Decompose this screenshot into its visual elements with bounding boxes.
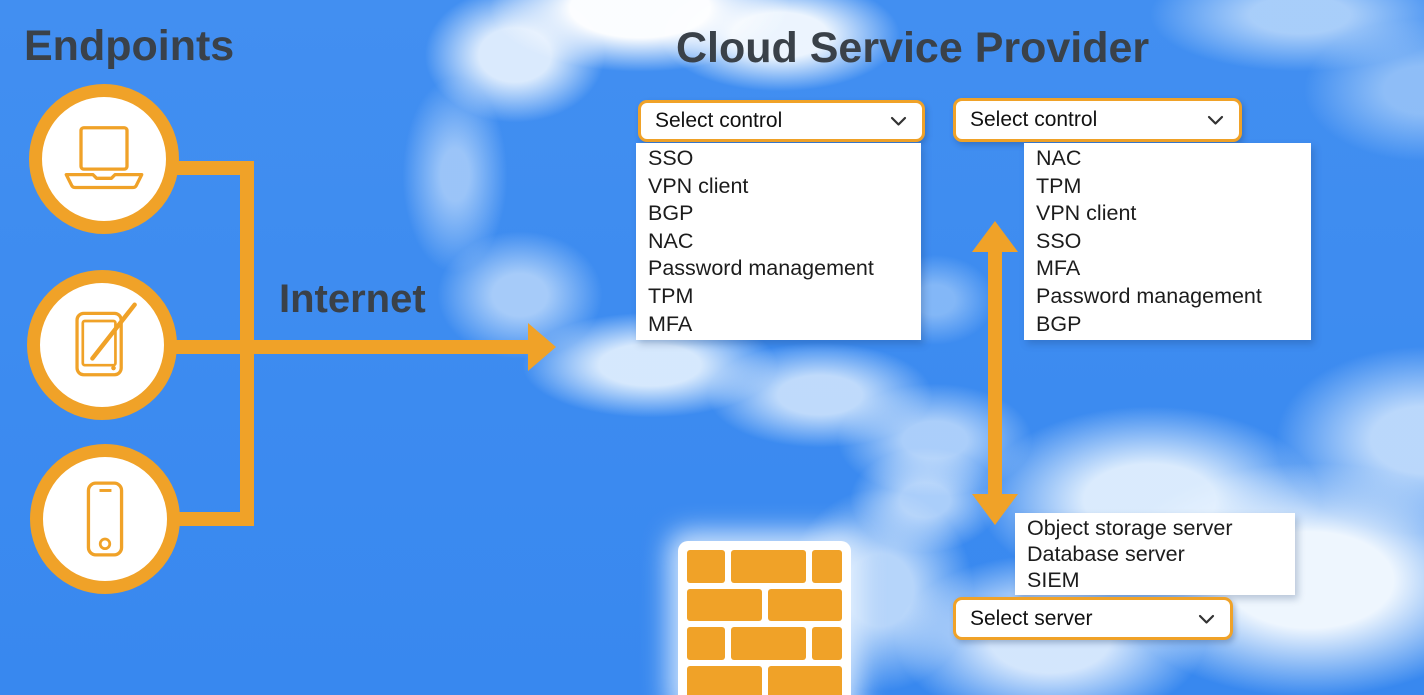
dropdown-option[interactable]: BGP xyxy=(648,201,694,226)
dropdown-option[interactable]: BGP xyxy=(1036,311,1082,336)
dropdown-option[interactable]: VPN client xyxy=(1036,201,1137,226)
smartphone-icon xyxy=(59,473,151,565)
firewall-brick xyxy=(687,588,762,621)
server-select-value: Select server xyxy=(970,606,1093,630)
firewall-brick xyxy=(730,627,806,660)
dropdown-option[interactable]: Object storage server xyxy=(1027,516,1233,540)
arrow-down-icon xyxy=(972,494,1018,525)
dropdown-option[interactable]: MFA xyxy=(1036,256,1081,281)
dropdown-option[interactable]: NAC xyxy=(1036,146,1082,170)
control-select-left[interactable]: Select control xyxy=(638,100,925,142)
cloud-service-provider-title: Cloud Service Provider xyxy=(676,24,1150,72)
laptop-icon xyxy=(58,113,150,205)
internet-arrow-shaft xyxy=(252,340,529,354)
chevron-down-icon xyxy=(1207,108,1224,132)
dropdown-option[interactable]: NAC xyxy=(648,228,694,253)
tablet-endpoint-node xyxy=(27,270,177,420)
laptop-endpoint-node xyxy=(29,84,179,234)
dropdown-option[interactable]: VPN client xyxy=(648,173,749,198)
firewall-brick-row xyxy=(687,627,842,660)
control-select-right-value: Select control xyxy=(970,108,1098,131)
laptop-connector-line xyxy=(168,161,242,175)
chevron-down-icon xyxy=(890,109,907,133)
dropdown-option[interactable]: Database server xyxy=(1027,542,1185,566)
firewall-brick xyxy=(767,588,842,621)
tablet-connector-line xyxy=(170,340,242,354)
firewall-brick xyxy=(730,550,806,583)
server-select[interactable]: Select server xyxy=(953,597,1233,640)
firewall-brick-row xyxy=(687,588,842,621)
internet-label: Internet xyxy=(279,277,426,321)
control-select-right[interactable]: Select control xyxy=(953,98,1242,142)
endpoints-title: Endpoints xyxy=(24,22,235,70)
phone-connector-line xyxy=(176,512,242,526)
firewall-icon xyxy=(678,541,851,695)
dropdown-option[interactable]: SSO xyxy=(1036,228,1082,253)
firewall-brick-row xyxy=(687,665,842,695)
firewall-brick-row xyxy=(687,550,842,583)
dropdown-option[interactable]: SIEM xyxy=(1027,568,1080,592)
smartphone-endpoint-node xyxy=(30,444,180,594)
dropdown-option[interactable]: SSO xyxy=(648,146,694,170)
arrow-up-icon xyxy=(972,221,1018,252)
endpoint-trunk-line xyxy=(240,161,254,526)
control-select-left-value: Select control xyxy=(655,109,783,132)
arrow-right-icon xyxy=(528,323,556,371)
firewall-brick xyxy=(811,550,842,583)
chevron-down-icon xyxy=(1198,607,1215,631)
firewall-brick xyxy=(687,665,762,695)
arrow-up-down-icon xyxy=(988,249,1002,498)
firewall-brick xyxy=(687,627,725,660)
dropdown-option[interactable]: Password management xyxy=(1036,283,1262,308)
firewall-brick xyxy=(767,665,842,695)
firewall-brick xyxy=(811,627,842,660)
dropdown-option[interactable]: TPM xyxy=(1036,173,1082,198)
dropdown-option[interactable]: TPM xyxy=(648,283,694,308)
dropdown-option[interactable]: Password management xyxy=(648,256,874,281)
firewall-brick xyxy=(687,550,725,583)
tablet-stylus-icon xyxy=(54,297,150,393)
dropdown-option[interactable]: MFA xyxy=(648,311,693,336)
